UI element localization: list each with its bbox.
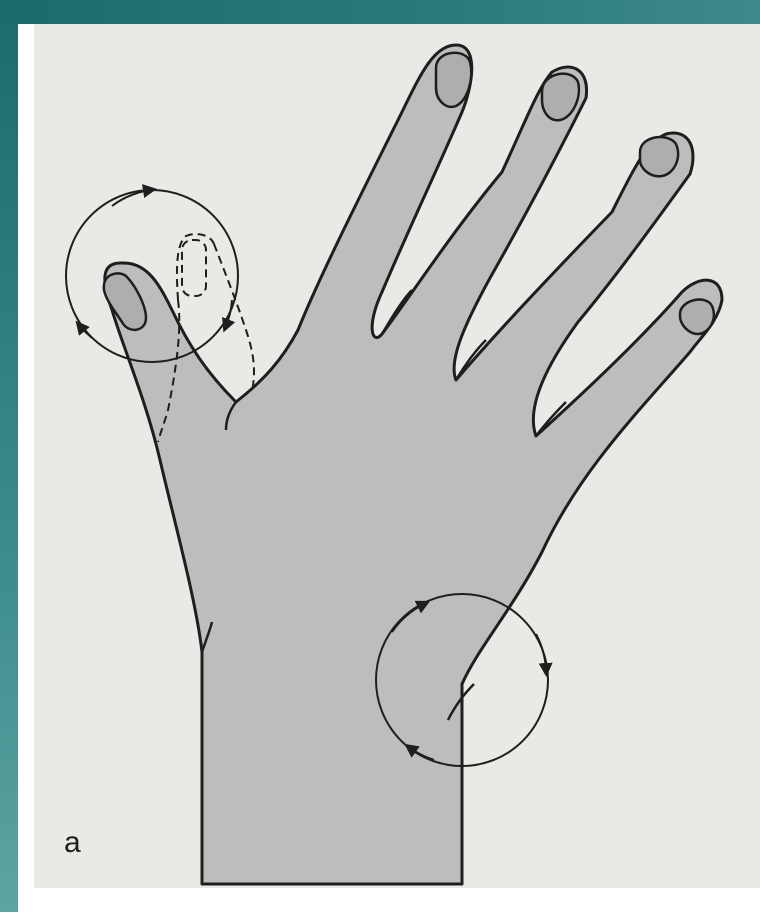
hand-illustration	[105, 45, 722, 884]
panel-label: a	[64, 828, 81, 858]
little-nail	[680, 300, 714, 334]
ring-nail	[640, 137, 678, 176]
